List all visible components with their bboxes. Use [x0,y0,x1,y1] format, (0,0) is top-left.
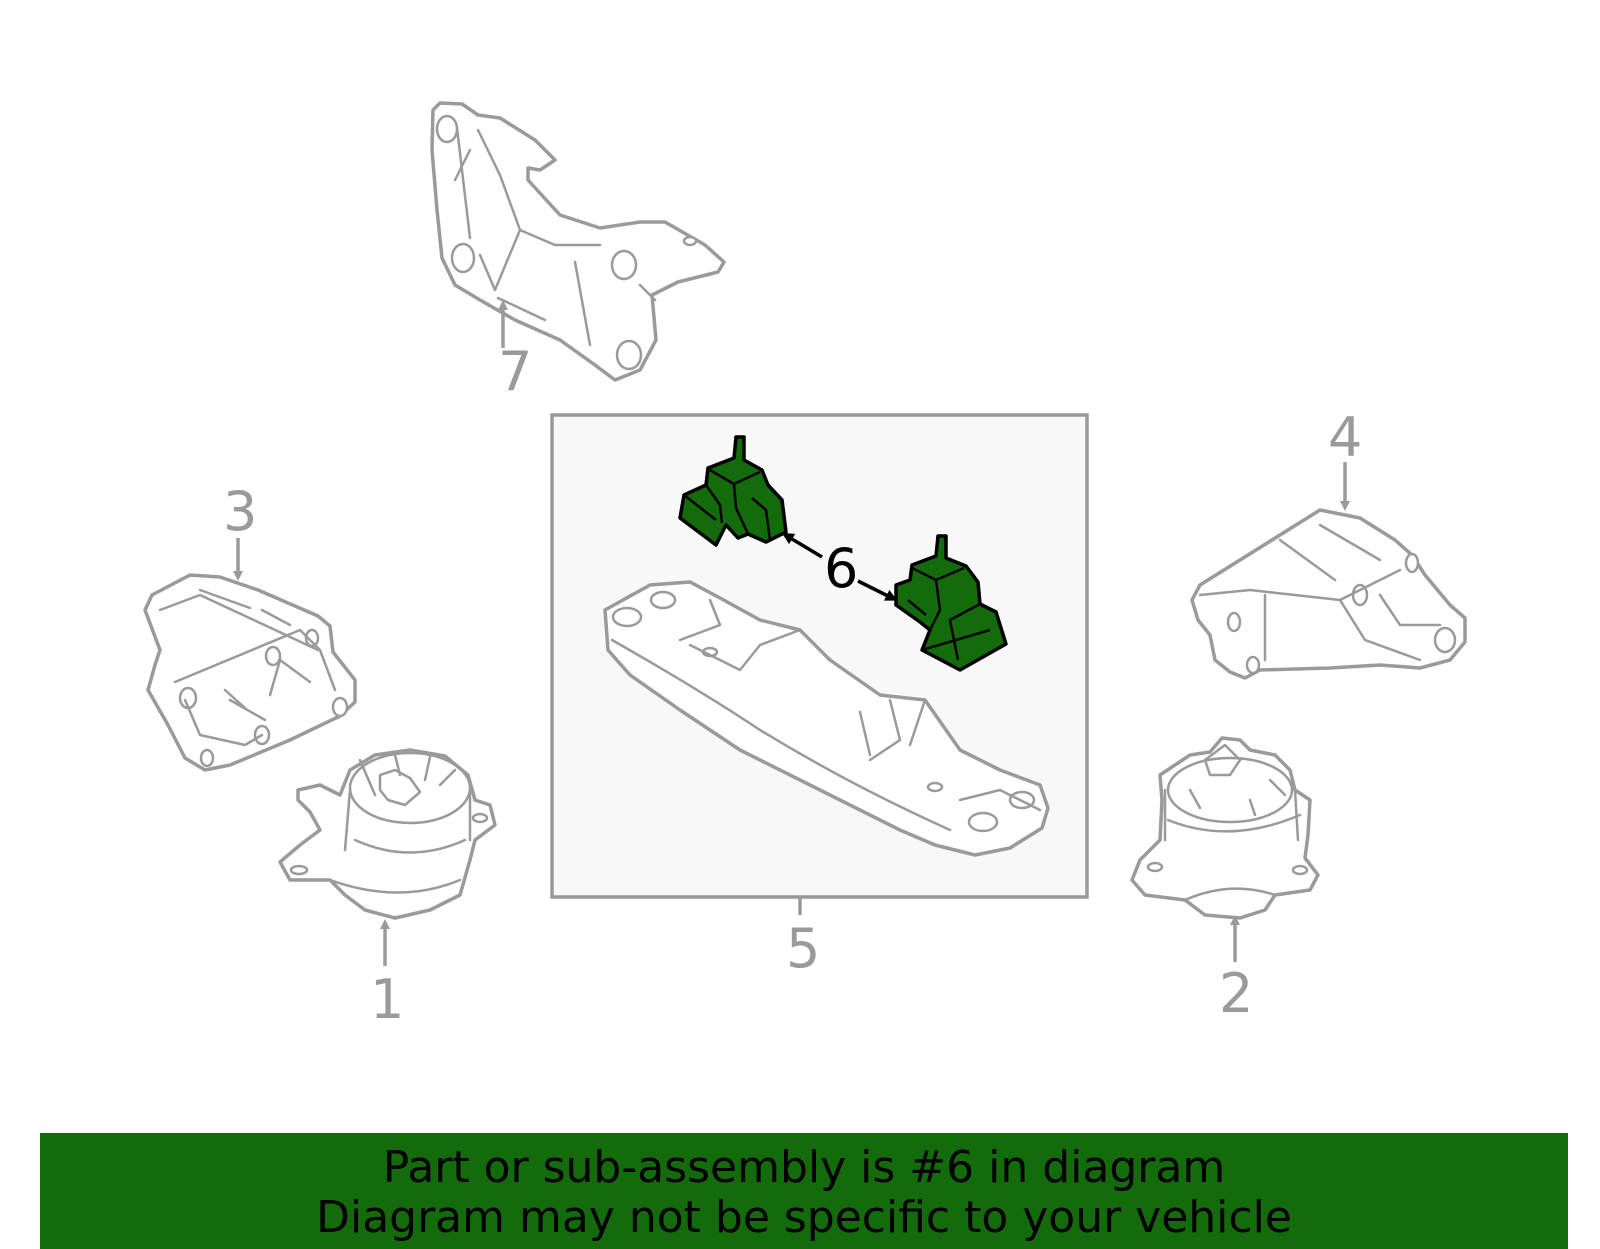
parts-diagram: 7 3 1 4 [143,101,1467,1031]
callout-4: 4 [1328,406,1362,469]
callout-6: 6 [824,537,858,600]
banner-line-1: Part or sub-assembly is #6 in diagram [382,1142,1226,1193]
part-3-mount [143,573,357,772]
callout-1: 1 [370,968,404,1031]
part-1-motor-mount [278,748,497,920]
info-banner: Part or sub-assembly is #6 in diagram Di… [40,1133,1568,1249]
callout-7: 7 [498,340,532,403]
part-6-mount-right [894,534,1008,672]
callout-5: 5 [786,917,820,980]
banner-line-2: Diagram may not be specific to your vehi… [316,1192,1292,1243]
callout-3: 3 [223,480,257,543]
part-7-bracket [430,101,726,382]
part-5-crossmember [603,580,1050,857]
part-2-motor-mount [1130,736,1320,920]
part-4-bracket [1190,508,1467,680]
callout-2: 2 [1219,962,1253,1025]
part-6-mount-left [678,435,788,547]
